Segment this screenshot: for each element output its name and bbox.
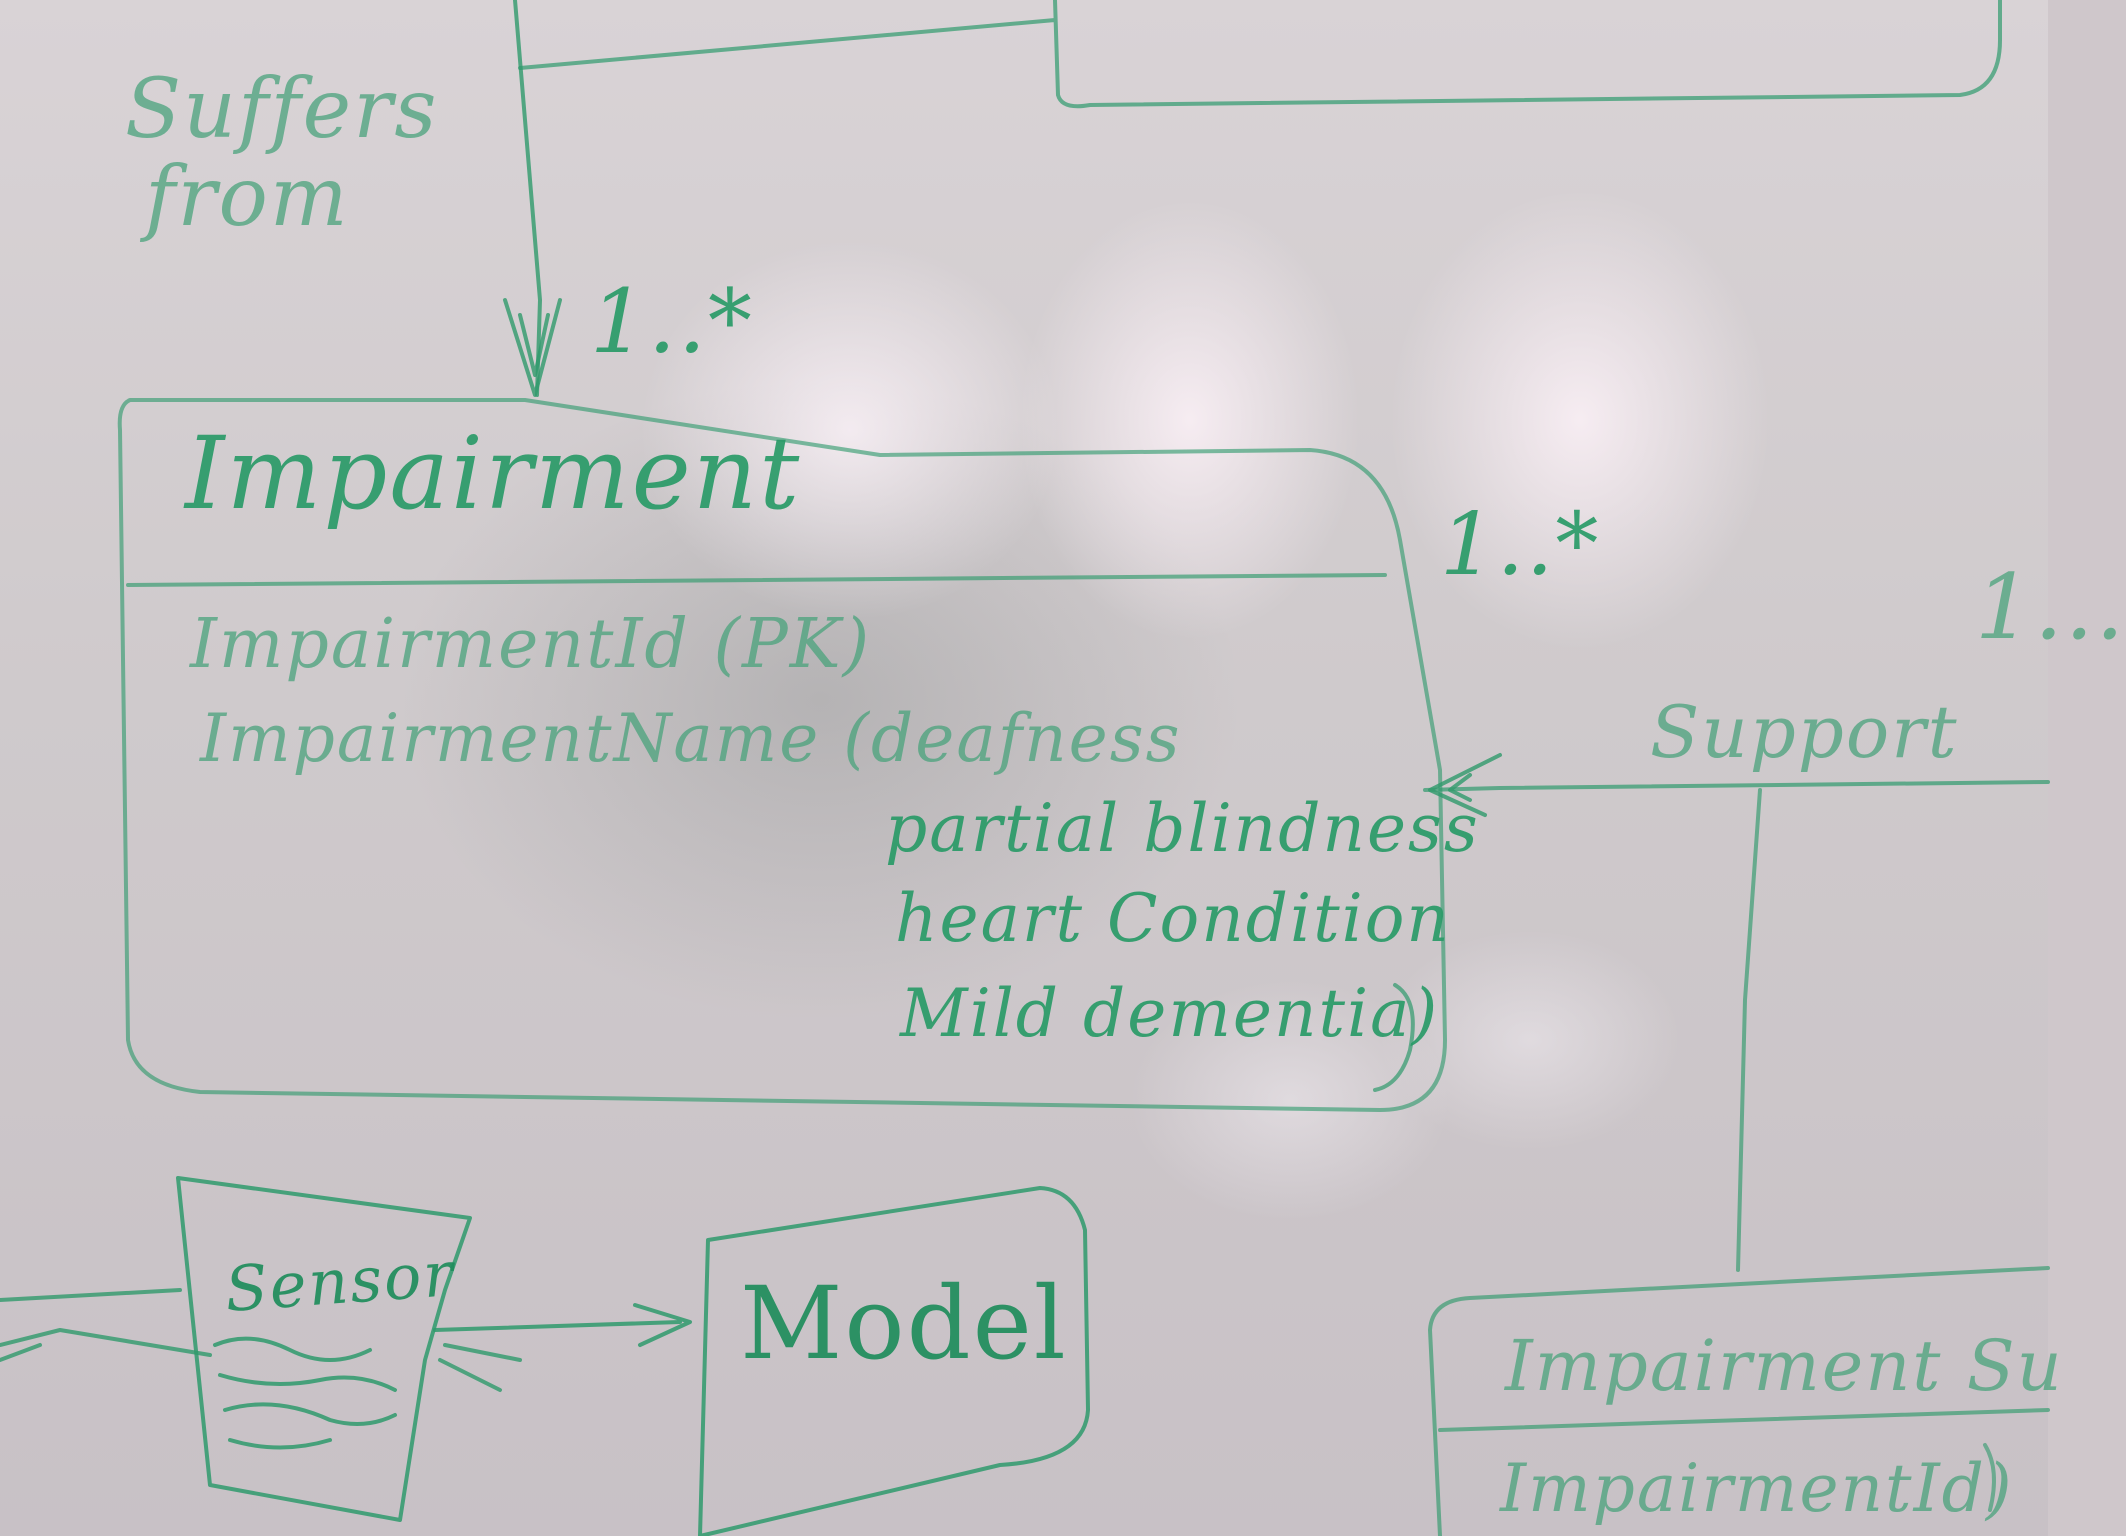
impairment-name-divider <box>126 573 1387 587</box>
sensor-right-ticks <box>438 1343 522 1392</box>
sensor-to-model-arrow <box>433 1303 692 1347</box>
impairment-support-bracket <box>1983 1443 1996 1512</box>
support-arrowhead <box>1428 753 1502 817</box>
impairment-name-value-1: partial blindness <box>885 790 1480 867</box>
support-vertical <box>1736 788 1762 1272</box>
support-line <box>1423 780 2050 792</box>
multiplicity-top: 1..* <box>590 270 754 373</box>
sensor-left-lines <box>0 1288 212 1362</box>
suffers-from-label-line2: from <box>145 150 350 245</box>
suffers-from-arrowhead <box>503 298 562 397</box>
impairment-name-value-2: heart Condition <box>895 880 1451 957</box>
marker-strokes <box>0 0 2050 1536</box>
suffers-from-line <box>513 0 542 397</box>
multiplicity-far-right: 1... <box>1975 555 2126 660</box>
impairment-support-box <box>1428 1266 2050 1536</box>
impairment-class-name: Impairment <box>185 415 802 532</box>
impairment-values-bracket <box>1373 983 1415 1092</box>
impairment-class-box <box>117 398 1447 1112</box>
impairment-name-value-3: Mild dementia) <box>900 975 1440 1052</box>
impairment-support-class-name: Impairment Su <box>1505 1325 2064 1407</box>
suffers-from-label-line1: Suffers <box>125 62 439 157</box>
sensor-box <box>176 1176 472 1522</box>
impairment-support-divider <box>1438 1408 2050 1432</box>
sensor-scribble <box>213 1336 397 1450</box>
multiplicity-right: 1..* <box>1440 495 1601 595</box>
impairment-support-attribute: ImpairmentId) <box>1500 1450 2014 1527</box>
top-box-edge <box>518 0 2002 109</box>
impairment-attribute-name: ImpairmentName (deafness <box>200 700 1182 777</box>
model-label: Model <box>740 1265 1068 1382</box>
support-association-label: Support <box>1650 690 1959 774</box>
model-box <box>698 1186 1090 1536</box>
impairment-attribute-id: ImpairmentId (PK) <box>190 605 872 684</box>
